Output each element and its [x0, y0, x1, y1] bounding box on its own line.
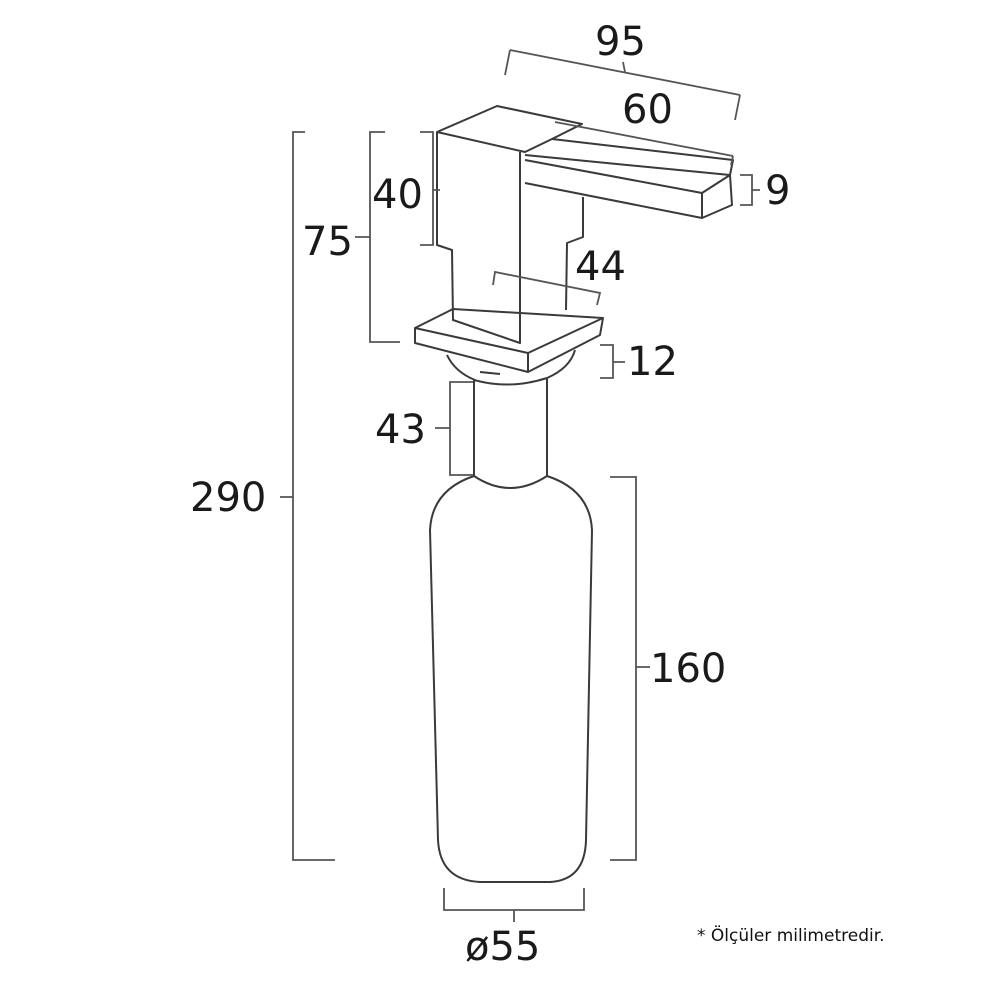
dispenser-outline [414, 105, 734, 883]
dim-40: 40 [372, 172, 423, 218]
dim-95: 95 [595, 19, 646, 65]
dim-9: 9 [765, 168, 790, 214]
dim-290: 290 [190, 475, 266, 521]
dim-160: 160 [650, 646, 726, 692]
dim-44: 44 [575, 244, 626, 290]
dim-60: 60 [622, 87, 673, 133]
dim-diameter-55: ø55 [465, 924, 540, 970]
dim-75: 75 [302, 219, 353, 265]
dimension-labels: 95 60 9 40 75 44 12 43 290 160 ø55 [190, 19, 790, 970]
dim-43: 43 [375, 407, 426, 453]
dim-12: 12 [627, 339, 678, 385]
units-note: * Ölçüler milimetredir. [697, 926, 885, 946]
dimension-lines [280, 49, 760, 922]
